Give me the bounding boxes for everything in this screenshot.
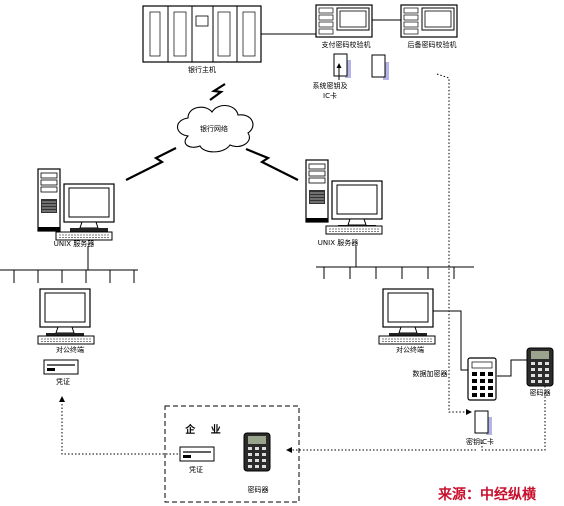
printer-left-label: 凭证 bbox=[56, 378, 70, 386]
printer-left-icon bbox=[43, 359, 79, 375]
printer-enterprise-label: 凭证 bbox=[189, 466, 203, 474]
cipher-ic-label-line1: 系统密钥及 bbox=[312, 82, 348, 90]
dotted-code-device-line bbox=[481, 386, 546, 451]
code-device-right-label: 密码器 bbox=[529, 389, 551, 397]
public-terminal-right-label: 对公终端 bbox=[396, 346, 424, 354]
unix-server-left-icon bbox=[37, 168, 115, 241]
code-device-enterprise-icon bbox=[243, 432, 271, 472]
lightning-left-icon bbox=[125, 147, 177, 181]
key-ic-card-label: 密钥IC卡 bbox=[466, 438, 494, 446]
source-credit: 来源：中经纵横 bbox=[438, 484, 536, 504]
source-name: 中经纵横 bbox=[480, 487, 536, 503]
bank-network-label: 银行网络 bbox=[200, 125, 228, 133]
lightning-right-icon bbox=[245, 147, 299, 181]
lightning-host-network-icon bbox=[209, 83, 226, 101]
lan-bus-left bbox=[0, 269, 138, 283]
backup-keycheck-machine-icon bbox=[400, 4, 458, 38]
encryptor-to-code-device-line bbox=[497, 359, 527, 377]
cipher-ic-label-line2: IC卡 bbox=[323, 92, 337, 100]
terminal-to-encryptor-line bbox=[433, 310, 468, 371]
encryptor-label: 数据加密器 bbox=[412, 370, 448, 378]
key-ic-card-icon bbox=[474, 410, 492, 435]
unix-server-right-label: UNIX 服务器 bbox=[317, 239, 359, 247]
enterprise-box bbox=[164, 405, 300, 503]
code-device-enterprise-label: 密码器 bbox=[247, 486, 269, 494]
bank-network-cloud-icon bbox=[176, 105, 254, 153]
ic-card-icon bbox=[333, 53, 351, 78]
backup-keycheck-label: 后备密码校验机 bbox=[407, 41, 457, 49]
lan-bus-right bbox=[316, 266, 474, 279]
bank-host-label: 银行主机 bbox=[188, 66, 216, 74]
unix-server-right-icon bbox=[305, 159, 383, 235]
public-terminal-left-icon bbox=[37, 288, 95, 345]
source-prefix: 来源： bbox=[438, 487, 480, 503]
public-terminal-left-label: 对公终端 bbox=[56, 346, 84, 354]
bank-host-icon bbox=[142, 5, 262, 63]
dotted-enterprise-return-line bbox=[61, 400, 178, 455]
printer-enterprise-icon bbox=[179, 446, 215, 462]
pay-keycheck-label: 支付密码校验机 bbox=[321, 41, 371, 49]
code-device-right-icon bbox=[526, 347, 554, 387]
enterprise-label: 企 业 bbox=[185, 425, 227, 436]
public-terminal-right-icon bbox=[378, 288, 436, 345]
dotted-card-route-line bbox=[436, 73, 468, 413]
pay-keycheck-machine-icon bbox=[315, 4, 373, 38]
data-encryptor-icon bbox=[467, 357, 497, 401]
ic-card-backup-icon bbox=[371, 54, 389, 80]
unix-server-left-label: UNIX 服务器 bbox=[53, 240, 95, 248]
